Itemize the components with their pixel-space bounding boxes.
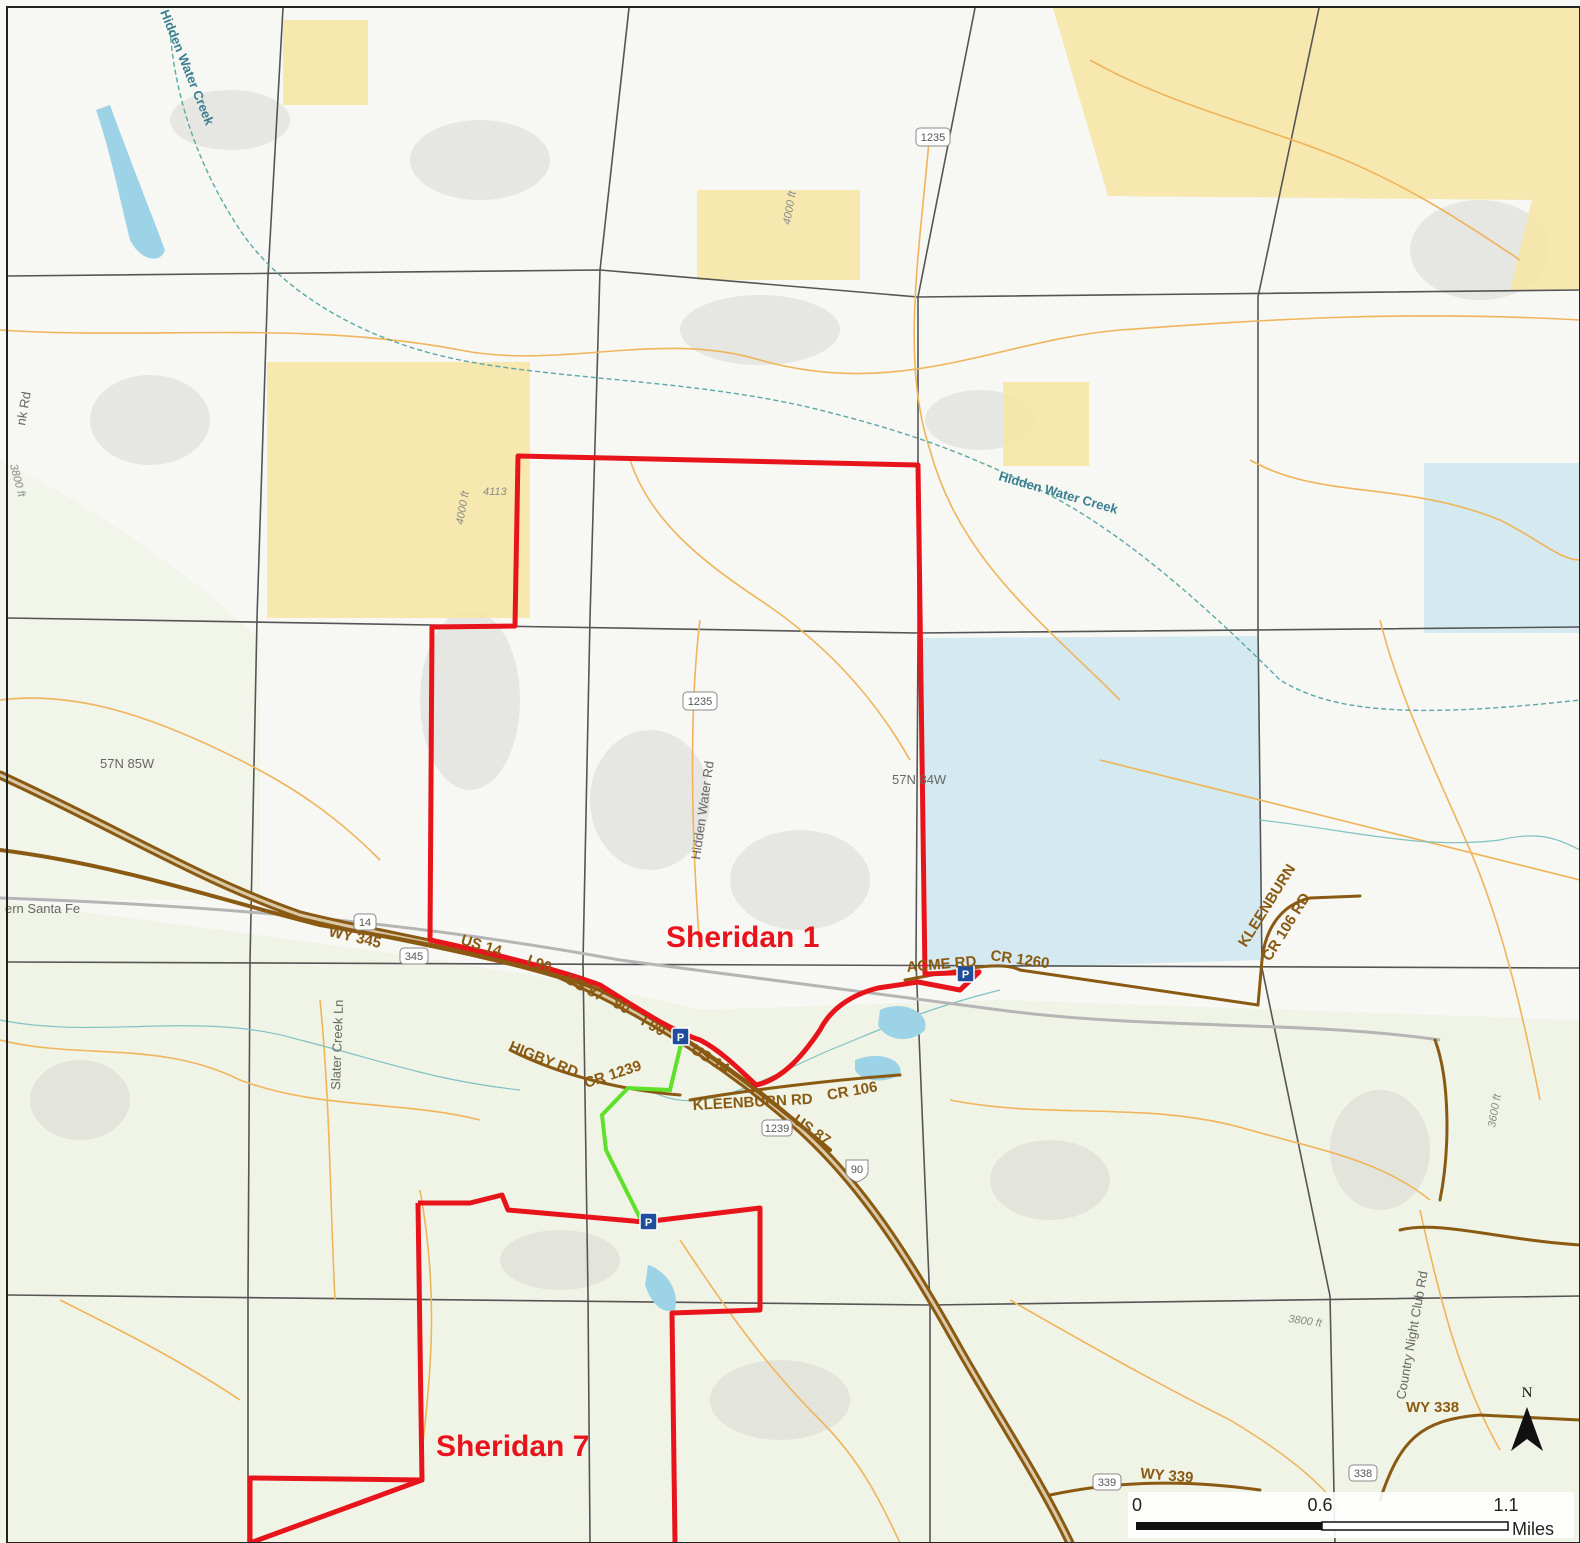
road-label-slater-creek-ln: Slater Creek Ln: [328, 999, 346, 1090]
contour-label: 4000 ft: [781, 189, 799, 225]
area-label-sheridan-1: Sheridan 1: [666, 921, 819, 954]
parking-marker-acme[interactable]: P: [956, 964, 975, 983]
parking-marker-south[interactable]: P: [639, 1212, 658, 1231]
svg-text:1235: 1235: [688, 696, 712, 708]
road-label: 90: [610, 995, 633, 1018]
svg-text:338: 338: [1354, 1468, 1372, 1480]
scale-tick-label: 0.6: [1307, 1495, 1332, 1515]
svg-text:345: 345: [405, 951, 423, 963]
contour-label: 3800 ft: [1288, 1313, 1324, 1330]
minor-roads: [0, 59, 1580, 1543]
valley-tint-west: [0, 460, 260, 900]
north-arrow-label: N: [1522, 1385, 1533, 1401]
township-label-85w: 57N 85W: [100, 756, 155, 771]
parking-label: P: [645, 1217, 652, 1229]
road-label-tank-rd: nk Rd: [13, 390, 34, 426]
railroad: [0, 896, 1441, 1042]
highways: [0, 770, 1580, 1543]
shield-338: 338: [1348, 1464, 1378, 1482]
road-label: ACME RD: [906, 953, 977, 976]
scale-unit-label: Miles: [1512, 1519, 1554, 1539]
north-arrow: N: [1511, 1385, 1543, 1451]
spot-elevation-label: 4113: [483, 486, 508, 498]
shield-1235-center: 1235: [682, 691, 718, 711]
svg-text:1235: 1235: [921, 132, 945, 144]
shield-14: 14: [353, 913, 377, 931]
shield-1235-north: 1235: [915, 127, 951, 147]
parking-label: P: [962, 969, 969, 981]
map-frame: [6, 6, 1580, 1543]
road-label: WY 338: [1406, 1399, 1459, 1416]
svg-text:14: 14: [359, 917, 371, 929]
contour-label: 4000 ft: [454, 489, 472, 525]
lowland-tint: [0, 900, 1580, 1543]
contour-label: 3600 ft: [1486, 1092, 1504, 1128]
scale-tick-label: 0: [1132, 1495, 1142, 1515]
shield-1239: 1239: [761, 1119, 793, 1137]
area-boundaries: [247, 453, 982, 1543]
state-land: [267, 8, 1580, 618]
road-label: WY 339: [1140, 1465, 1194, 1487]
scale-tick-label: 1.1: [1493, 1495, 1518, 1515]
railroad-label: ern Santa Fe: [5, 901, 80, 916]
parking-label: P: [677, 1032, 684, 1044]
scale-bar: 0 0.6 1.1 Miles: [1128, 1492, 1574, 1539]
svg-text:1239: 1239: [765, 1123, 789, 1135]
parking-marker-highway[interactable]: P: [671, 1027, 690, 1046]
parking-markers: P P P: [639, 964, 975, 1231]
north-arrow-icon: [1511, 1407, 1543, 1451]
blm-land: [922, 463, 1580, 970]
trail: [599, 1043, 683, 1219]
road-label: KLEENBURN RD: [692, 1091, 813, 1114]
sheridan-1-boundary[interactable]: [427, 453, 982, 1088]
route-shields: 1235 1235 345 14 90 1239 338 339: [353, 127, 1378, 1491]
svg-text:339: 339: [1098, 1477, 1116, 1489]
area-label-sheridan-7: Sheridan 7: [436, 1430, 589, 1463]
svg-text:90: 90: [851, 1164, 863, 1176]
township-label-84w: 57N 84W: [892, 772, 947, 787]
shield-90: 90: [845, 1159, 869, 1183]
shield-339: 339: [1092, 1473, 1122, 1491]
shield-345: 345: [399, 947, 429, 965]
